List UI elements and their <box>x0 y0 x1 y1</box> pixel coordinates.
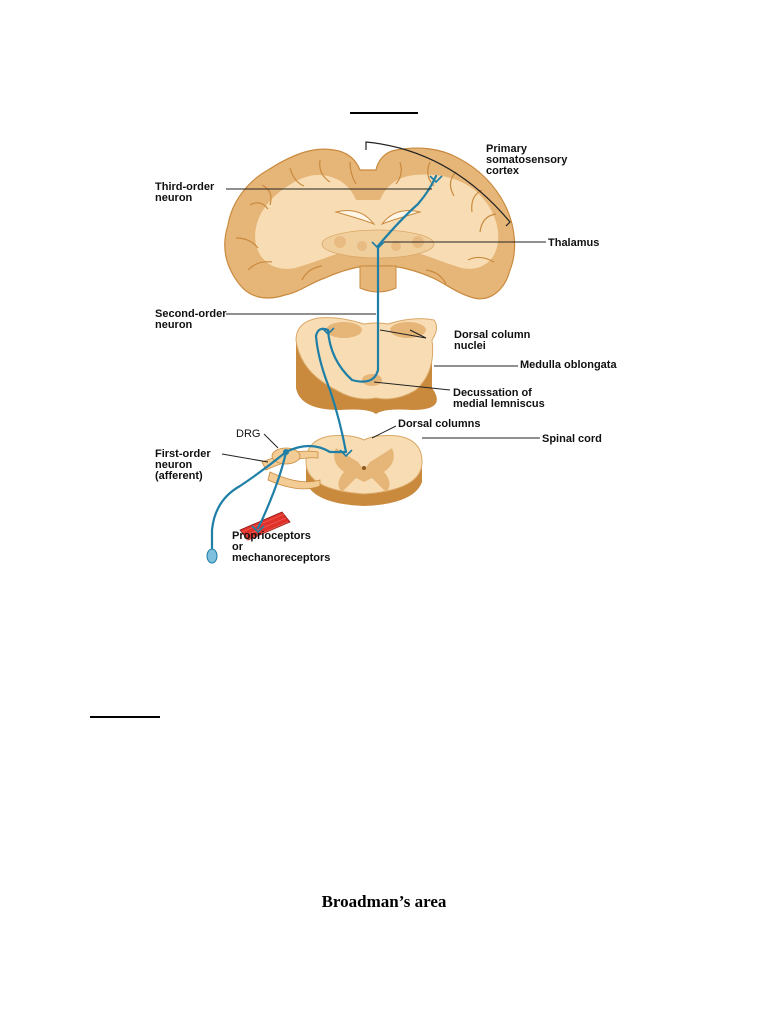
third-order-neuron-path <box>376 174 438 248</box>
ventral-root <box>267 471 321 490</box>
first-order-ascending <box>314 327 348 454</box>
mechanoreceptor <box>206 548 218 564</box>
spinal-cord-face <box>305 435 423 495</box>
label-drg: DRG <box>236 428 260 440</box>
muscle-fibers <box>239 511 291 541</box>
dorsal-column-nuclei-shape <box>326 322 362 338</box>
label-dorsal-columns: Dorsal columns <box>398 418 481 430</box>
top-rule <box>350 112 418 114</box>
first-order-neuron-path <box>210 444 348 550</box>
second-order-neuron-path <box>326 244 380 383</box>
cerebrum-white-matter <box>255 174 499 269</box>
cortex-bracket <box>365 141 511 227</box>
section-rule <box>90 716 160 718</box>
label-thalamus: Thalamus <box>548 237 599 249</box>
label-medulla-oblongata: Medulla oblongata <box>520 359 617 371</box>
broadmans-area-heading: Broadman’s area <box>321 892 447 911</box>
cortex-sulci <box>235 159 497 285</box>
muscle-spindle <box>206 511 291 564</box>
central-canal <box>362 466 366 470</box>
leader-lines <box>221 188 546 463</box>
spinal-cord-section <box>261 435 423 506</box>
label-spinal-cord: Spinal cord <box>542 433 602 445</box>
synapse-markers <box>251 175 443 534</box>
neuron-pathway <box>210 174 438 550</box>
medulla-face <box>295 317 438 400</box>
brain-coronal-section <box>224 141 516 300</box>
